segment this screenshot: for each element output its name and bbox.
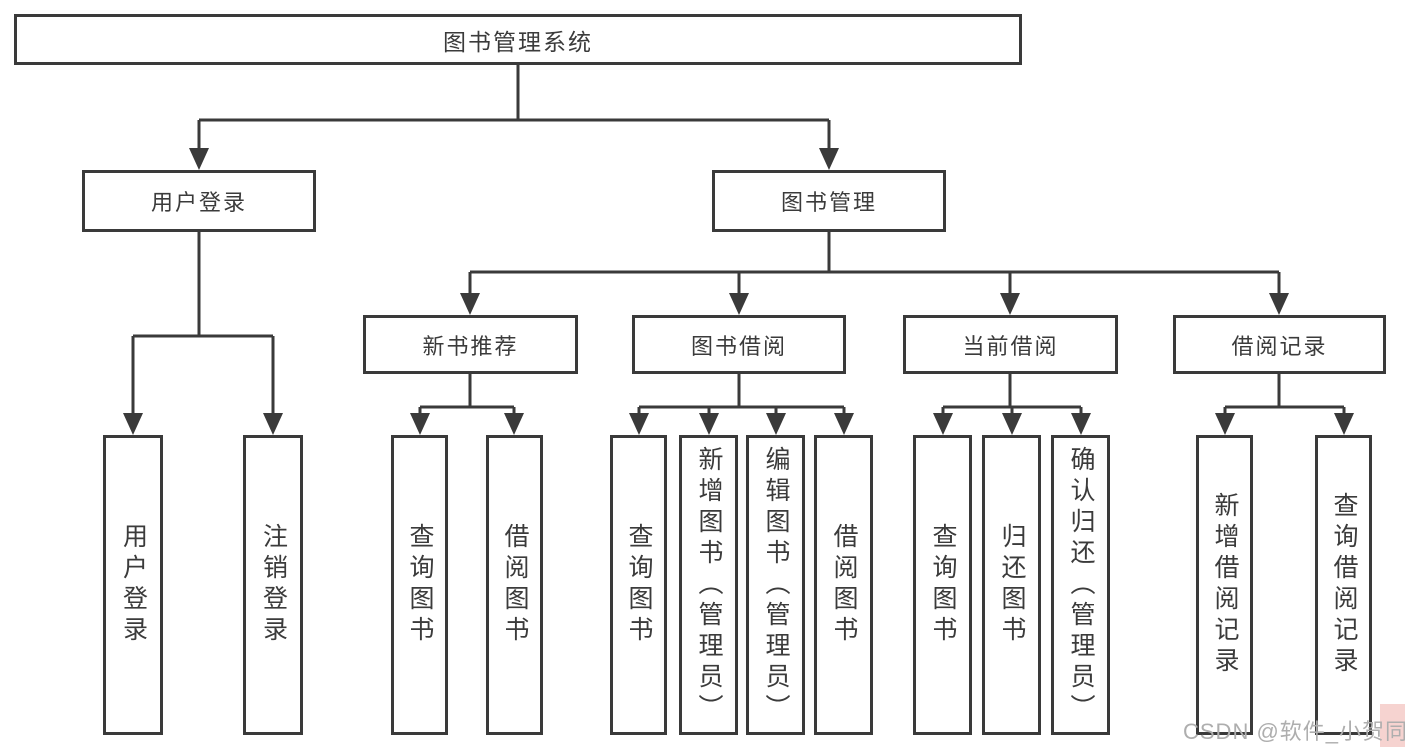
leaf-label: 注销登录 [259, 523, 288, 647]
leaf-borrow-books: 借阅图书 [814, 435, 873, 735]
leaf-add-borrow-record: 新增借阅记录 [1196, 435, 1253, 735]
leaf-label: 查询借阅记录 [1330, 492, 1358, 678]
node-book-management: 图书管理 [712, 170, 946, 232]
node-label: 图书管理 [780, 190, 877, 215]
leaf-label: 用户登录 [119, 523, 148, 647]
node-book-borrowing: 图书借阅 [632, 315, 846, 374]
leaf-query-books-current: 查询图书 [913, 435, 972, 735]
watermark-highlight [1380, 704, 1405, 747]
leaf-label: 借阅图书 [501, 523, 529, 647]
node-borrowing-records: 借阅记录 [1173, 315, 1386, 374]
leaf-label: 借阅图书 [830, 523, 858, 647]
node-current-borrowing: 当前借阅 [903, 315, 1118, 374]
node-label: 当前借阅 [962, 333, 1059, 359]
leaf-return-books: 归还图书 [982, 435, 1041, 735]
leaf-label: 新增图书（管理员） [695, 445, 723, 725]
leaf-add-books-admin: 新增图书（管理员） [679, 435, 738, 735]
leaf-query-books-borrow: 查询图书 [610, 435, 667, 735]
leaf-label: 查询图书 [406, 523, 434, 647]
leaf-borrow-books-recommend: 借阅图书 [486, 435, 543, 735]
leaf-query-borrow-record: 查询借阅记录 [1315, 435, 1372, 735]
leaf-label: 归还图书 [998, 523, 1026, 647]
leaf-confirm-return-admin: 确认归还（管理员） [1051, 435, 1110, 735]
leaf-logout: 注销登录 [243, 435, 303, 735]
leaf-label: 查询图书 [625, 523, 653, 647]
leaf-user-login: 用户登录 [103, 435, 163, 735]
node-user-login: 用户登录 [82, 170, 316, 232]
node-new-book-recommend: 新书推荐 [363, 315, 578, 374]
leaf-edit-books-admin: 编辑图书（管理员） [746, 435, 805, 735]
leaf-label: 查询图书 [929, 523, 957, 647]
node-label: 借阅记录 [1231, 333, 1328, 359]
leaf-label: 确认归还（管理员） [1067, 445, 1095, 725]
watermark-text: CSDN @软件_小贺同学 [1183, 719, 1405, 744]
node-label: 用户登录 [150, 190, 247, 215]
node-label: 图书管理系统 [443, 28, 593, 55]
node-label: 新书推荐 [422, 333, 519, 359]
leaf-label: 新增借阅记录 [1211, 492, 1239, 678]
leaf-label: 编辑图书（管理员） [762, 445, 790, 725]
leaf-query-books-recommend: 查询图书 [391, 435, 448, 735]
node-label: 图书借阅 [690, 333, 787, 359]
node-library-management-system: 图书管理系统 [14, 14, 1022, 65]
